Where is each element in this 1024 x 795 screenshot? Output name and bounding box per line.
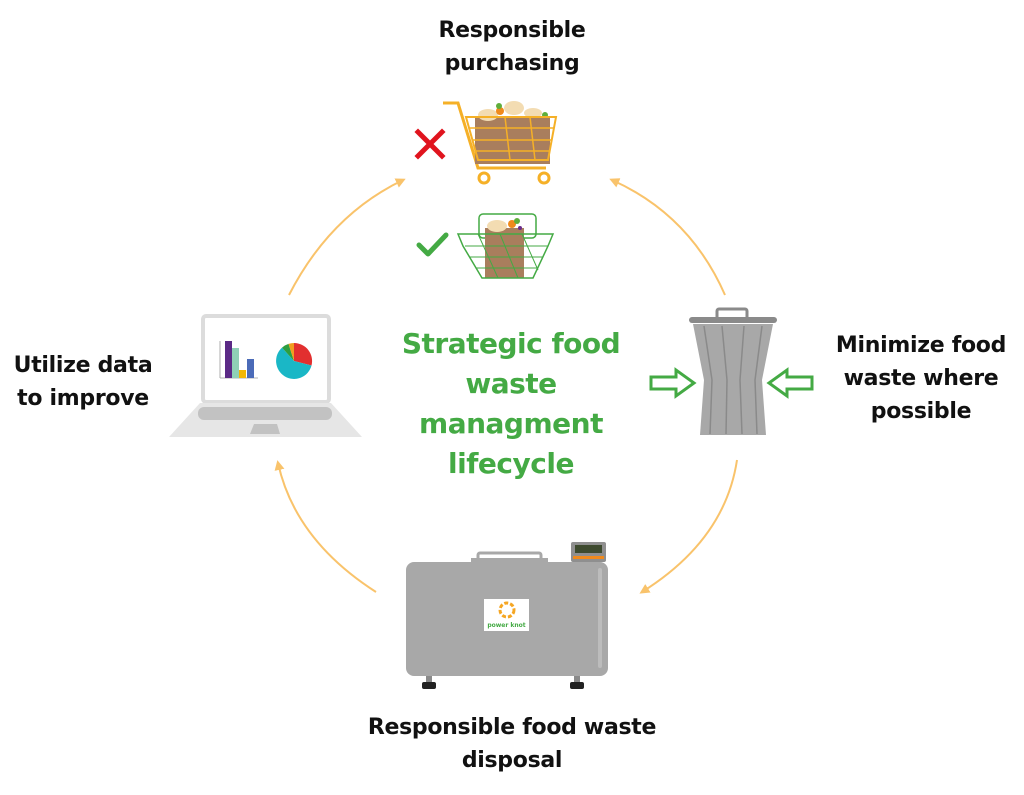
compress-arrow-right-icon xyxy=(766,367,814,399)
pie-chart-icon xyxy=(276,342,313,379)
arrow-top-to-right xyxy=(609,178,726,296)
stage-label-top: Responsible purchasing xyxy=(392,14,632,80)
brand-label: power knot xyxy=(487,622,525,629)
arrow-bottom-to-left xyxy=(274,460,377,593)
center-title: Strategic food waste managment lifecycle xyxy=(380,324,642,484)
stage-label-right: Minimize food waste where possible xyxy=(815,329,1024,428)
arrow-right-to-bottom xyxy=(639,459,738,594)
arrow-left-to-top xyxy=(288,178,406,296)
stage-label-bottom-line-2: disposal xyxy=(461,748,563,773)
center-title-line-1: Strategic food xyxy=(401,327,621,360)
checkmark-icon xyxy=(416,232,449,257)
brand-logo: power knot xyxy=(484,599,529,631)
machine-foot-left xyxy=(422,682,436,689)
stage-label-left-line-1: Utilize data xyxy=(13,353,153,378)
stage-label-bottom-line-1: Responsible food waste xyxy=(367,715,657,740)
center-title-line-4: lifecycle xyxy=(448,447,574,480)
machine-foot-right xyxy=(570,682,584,689)
stage-label-top-line-2: purchasing xyxy=(444,51,580,76)
center-title-line-3: managment xyxy=(419,407,603,440)
cross-icon xyxy=(414,128,446,160)
center-title-line-2: waste xyxy=(465,367,557,400)
stage-label-bottom: Responsible food waste disposal xyxy=(330,711,694,777)
stage-label-top-line-1: Responsible xyxy=(438,18,586,43)
stage-label-right-line-1: Minimize food xyxy=(835,333,1007,358)
stage-label-right-line-3: possible xyxy=(870,399,972,424)
compress-arrow-left-icon xyxy=(649,367,697,399)
control-panel xyxy=(571,542,606,562)
stage-label-right-line-2: waste where xyxy=(843,366,999,391)
stage-label-left: Utilize data to improve xyxy=(0,349,166,415)
trash-can-icon xyxy=(689,307,777,435)
shopping-cart-icon xyxy=(443,101,558,185)
shopping-basket-icon xyxy=(456,213,555,279)
stage-label-left-line-2: to improve xyxy=(17,386,149,411)
bar-chart-icon xyxy=(219,341,258,379)
